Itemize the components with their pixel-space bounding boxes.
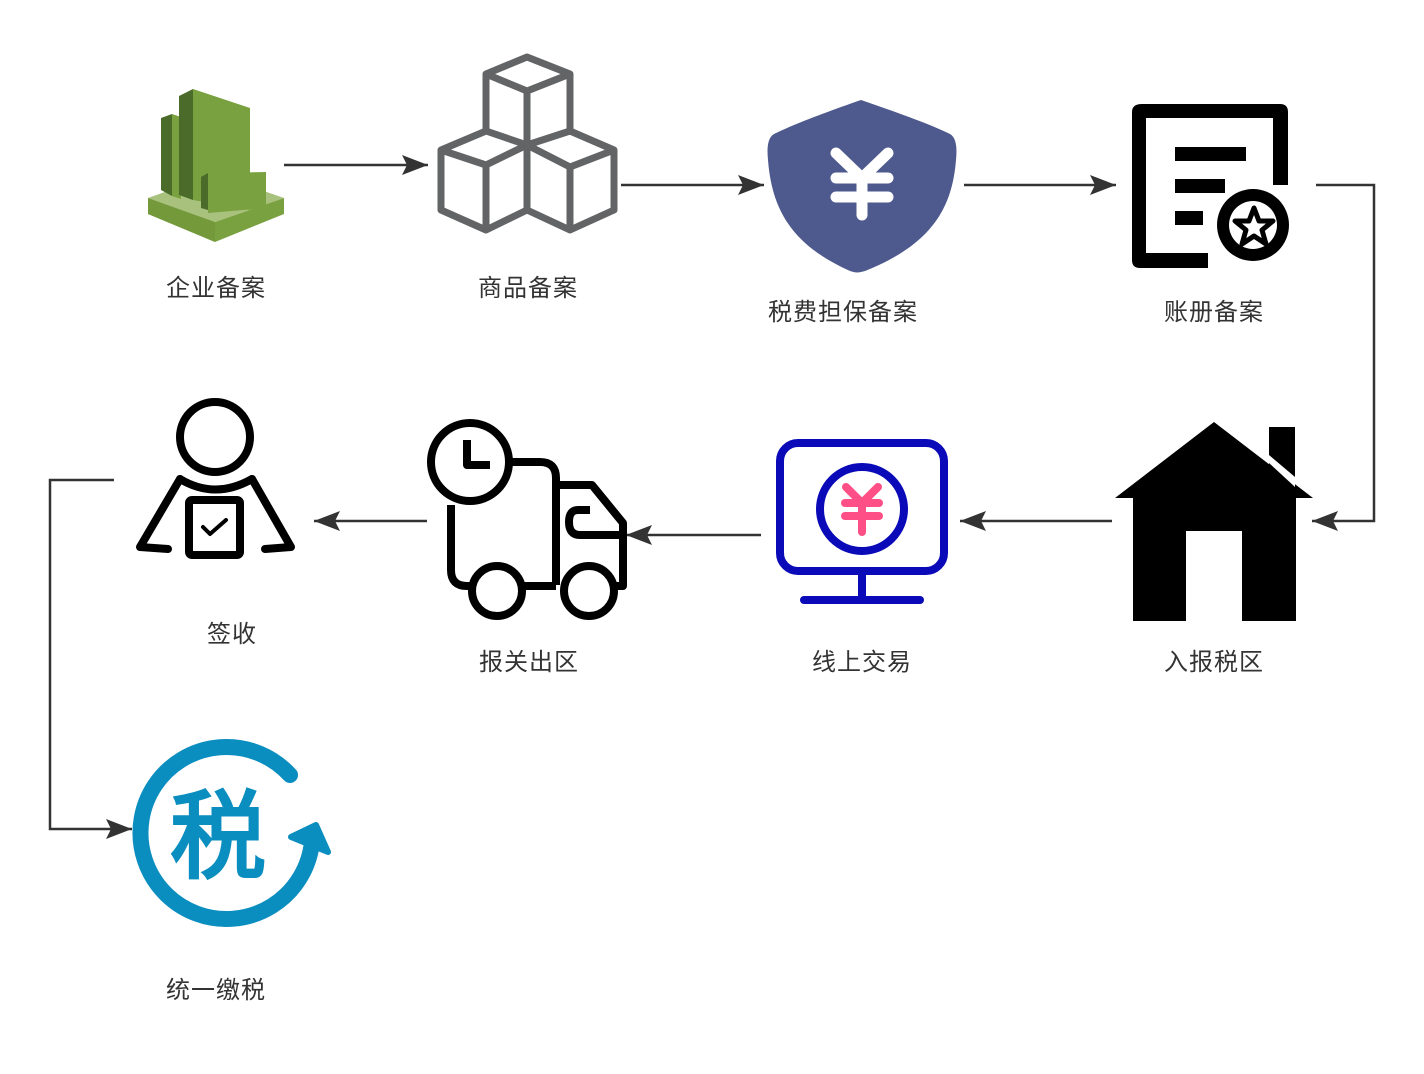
node-label-unified-tax: 统一缴税 <box>166 976 266 1004</box>
edge-ledger-to-bonded-entry <box>1312 183 1376 531</box>
delivery-truck-clock-icon[interactable] <box>427 419 627 620</box>
edges <box>48 155 1376 839</box>
document-star-icon[interactable] <box>1132 104 1289 268</box>
house-icon[interactable] <box>1115 422 1313 621</box>
node-label-receipt: 签收 <box>207 620 257 648</box>
node-label-ledger: 账册备案 <box>1164 298 1264 326</box>
node-label-enterprise: 企业备案 <box>166 274 266 302</box>
node-label-online-trade: 线上交易 <box>812 648 912 676</box>
node-label-customs-exit: 报关出区 <box>479 648 579 676</box>
yuan-monitor-icon[interactable] <box>776 439 948 604</box>
node-label-goods: 商品备案 <box>478 274 578 302</box>
tax-cycle-icon[interactable]: 税 <box>132 739 331 927</box>
node-label-tax-guarantee: 税费担保备案 <box>768 298 918 326</box>
tax-glyph: 税 <box>170 781 266 893</box>
office-building-icon[interactable] <box>148 89 284 242</box>
yuan-shield-icon[interactable] <box>767 100 957 273</box>
node-label-bonded-entry: 入报税区 <box>1164 648 1264 676</box>
person-checklist-icon[interactable] <box>136 398 295 559</box>
edge-receipt-to-unified-tax <box>48 478 132 839</box>
stacked-boxes-icon[interactable] <box>437 53 618 234</box>
